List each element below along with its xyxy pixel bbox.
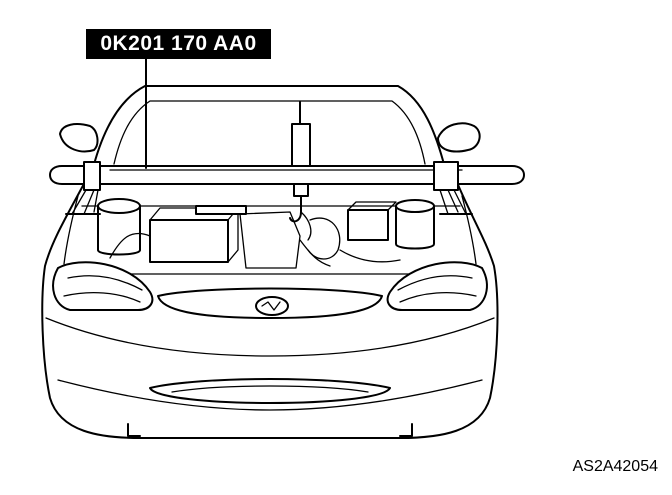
left-headlight bbox=[52, 261, 154, 311]
grille bbox=[157, 287, 383, 319]
left-side-mirror bbox=[59, 123, 99, 153]
lifting-hook bbox=[289, 101, 312, 241]
windshield bbox=[91, 85, 447, 173]
left-support-leg bbox=[65, 189, 101, 215]
part-number-label: 0K201 170 AA0 bbox=[86, 29, 271, 59]
right-side-mirror bbox=[437, 122, 481, 153]
kia-emblem bbox=[255, 296, 289, 316]
engine-bay bbox=[81, 198, 461, 275]
figure-code: AS2A42054 bbox=[572, 458, 658, 475]
car-body bbox=[41, 179, 499, 439]
right-support-leg bbox=[439, 189, 473, 215]
right-headlight bbox=[386, 261, 488, 311]
engine-support-bar bbox=[49, 161, 525, 191]
